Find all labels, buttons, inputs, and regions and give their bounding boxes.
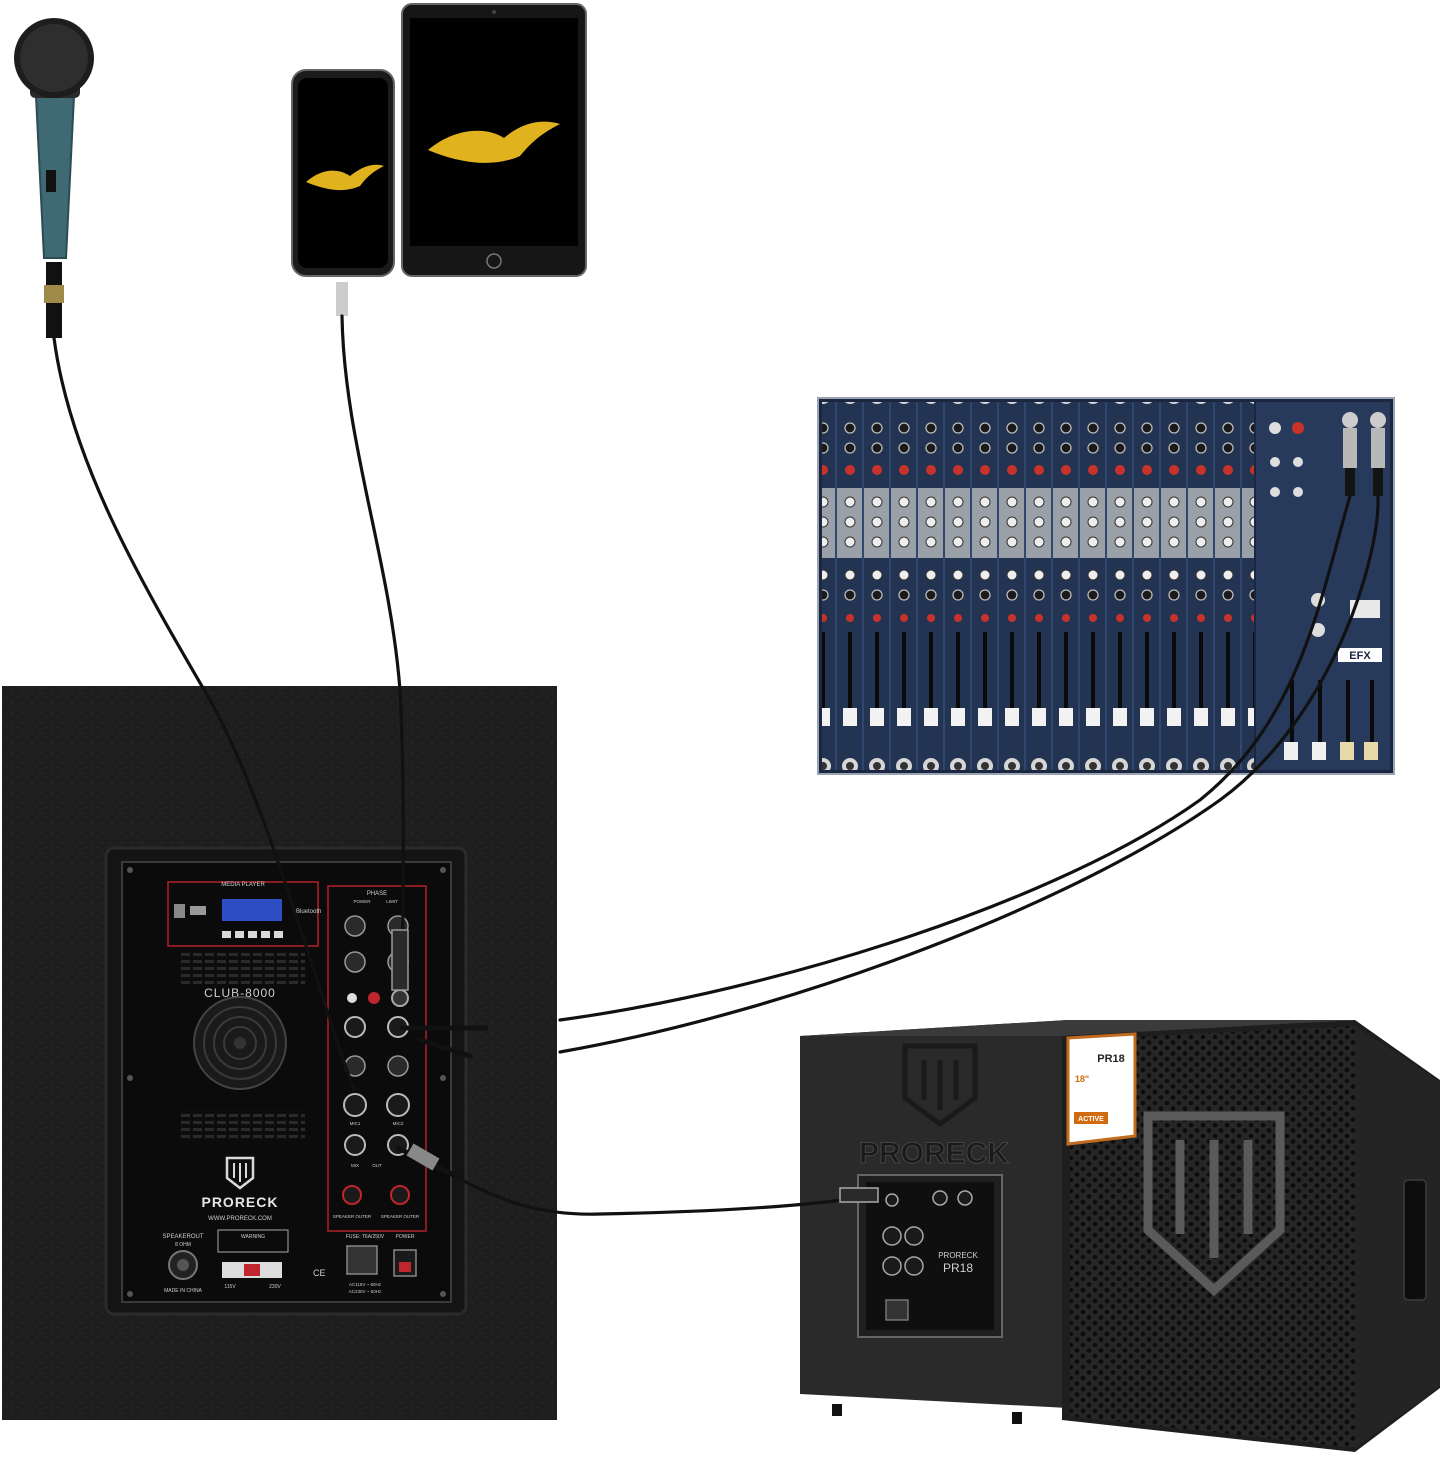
mixer-cable-b [558,494,1380,1054]
sub-cable [460,1178,844,1216]
power-led-label: POWER [353,899,371,904]
main-speaker: MEDIA PLAYER Bluetooth CLUB-8000 PRORECK… [2,686,557,1420]
media-player-panel [167,881,319,947]
media-player-label: MEDIA PLAYER [221,882,265,888]
handheld-microphone-icon [14,18,94,338]
warning-label: WARNING [241,1234,265,1240]
ce-mark: CE [313,1268,326,1278]
sub-side-brand-label: PRORECK [859,1137,1009,1170]
jack-plugs [391,929,879,1203]
website-label: WWW.PRORECK.COM [208,1216,272,1222]
mixer: EFX [817,397,1395,775]
sub-tag-active-badge [1074,1112,1108,1124]
smartphone-icon [291,69,395,316]
sub-tag-model-label: PR18 [1097,1053,1125,1065]
sub-foot [1012,1412,1022,1424]
mic-cable [52,336,356,1092]
sub-front-shield-logo-icon [1143,1111,1285,1297]
sub-plate-model-label: PR18 [943,1261,973,1275]
phone-logo-icon [306,164,384,191]
sub-speaker-top [800,1020,1355,1036]
proreck-shield-logo-icon [225,1156,255,1190]
player-buttons[interactable] [222,931,283,938]
fuse-label: FUSE: T6A/250V [346,1234,385,1240]
mixer-brand-tag [1338,648,1382,662]
volt-high-label: 230V [269,1284,281,1290]
sub-product-tag [1066,1032,1137,1146]
power-switch-label: POWER [396,1234,415,1240]
mixer-brand-label: EFX [1349,650,1371,662]
cooling-fan-icon [193,996,287,1090]
upper-vent [180,952,305,984]
warning-box [217,1229,289,1253]
mic-grille-mesh [20,24,88,92]
mix-label: MIX [351,1163,359,1168]
iec-power-socket[interactable] [346,1245,378,1275]
sub-amp-controls[interactable] [882,1190,973,1276]
speakon-out-jack[interactable] [168,1250,198,1280]
voltage-selector-knob[interactable] [244,1264,260,1276]
rca-inputs[interactable] [347,989,409,1007]
speakerout-label: SPEAKEROUT [162,1234,203,1240]
sub-power-socket[interactable] [885,1299,909,1321]
ac-low-label: AC115V ~ 60Hz [349,1282,382,1287]
made-in-label: MADE IN CHINA [164,1288,202,1294]
mic1-label: MIC1 [350,1121,361,1126]
lightning-connector [336,282,348,316]
sub-handle[interactable] [1403,1179,1427,1301]
sub-tag-active-label: ACTIVE [1078,1116,1104,1123]
bluetooth-label: Bluetooth [296,909,321,915]
ohm-label: 8 OHM [175,1242,191,1248]
tablet-home-button[interactable] [486,253,502,269]
mixer-output-jacks[interactable] [1342,412,1386,496]
sd-card-slot[interactable] [174,904,185,918]
mixer-channel-strips[interactable] [822,402,1254,770]
ac-high-label: AC230V ~ 50Hz [349,1289,382,1294]
mixer-master-faders[interactable] [1284,680,1378,760]
cables [52,314,1380,1216]
speaker-outer-a-label: SPEAKER OUTER [333,1214,372,1219]
speaker-outer-b-label: SPEAKER OUTER [381,1214,420,1219]
mic2-label: MIC2 [393,1121,404,1126]
mic-plug-ring [44,285,64,303]
limit-led-label: LIMIT [386,899,398,904]
screw-icons [127,867,446,1297]
player-display [222,899,282,921]
sub-plate-brand-label: PRORECK [938,1251,978,1260]
sub-side-shield-logo-icon [902,1043,978,1128]
speaker-outer-jacks[interactable] [342,1185,410,1205]
phase-label: PHASE [367,891,387,897]
control-section [327,885,427,1232]
mixer-cable-a [558,494,1352,1022]
lower-vent [180,1110,305,1140]
tablet-screen [410,18,578,246]
volt-low-label: 115V [224,1284,236,1290]
tablet-icon [401,3,587,277]
sub-speaker: PRORECK PRORECK PR18 PR18 18" ACTIVE [800,1020,1440,1452]
tablet-logo-icon [428,121,560,163]
power-switch-rocker[interactable] [399,1262,411,1272]
phone-cable [340,314,405,982]
tablet-camera [492,10,496,14]
sub-tag-size-label: 18" [1075,1074,1089,1084]
brand-label: PRORECK [201,1194,278,1210]
usb-port[interactable] [190,906,206,915]
mic-switch[interactable] [46,170,56,192]
sub-foot [832,1404,842,1416]
model-label: CLUB-8000 [204,986,276,1000]
sub-side-panel-right [1355,1026,1440,1448]
out-label: OUT [372,1163,382,1168]
